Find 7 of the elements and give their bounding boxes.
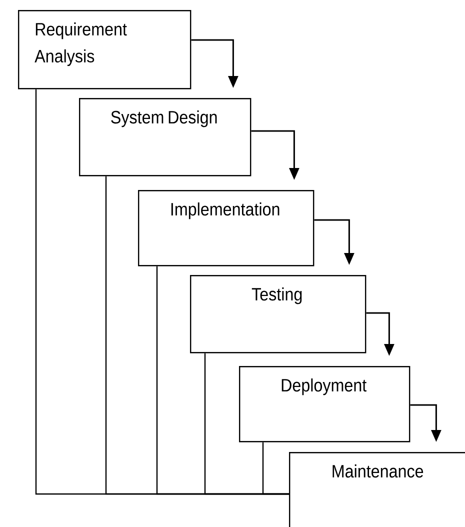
process-box: Testing (190, 275, 366, 354)
process-box: Maintenance (289, 452, 465, 527)
process-box: Implementation (138, 190, 314, 266)
process-box: Requirement Analysis (18, 10, 192, 90)
process-box: System Design (79, 98, 252, 176)
process-box: Deployment (239, 366, 410, 442)
connector-line (262, 442, 289, 495)
